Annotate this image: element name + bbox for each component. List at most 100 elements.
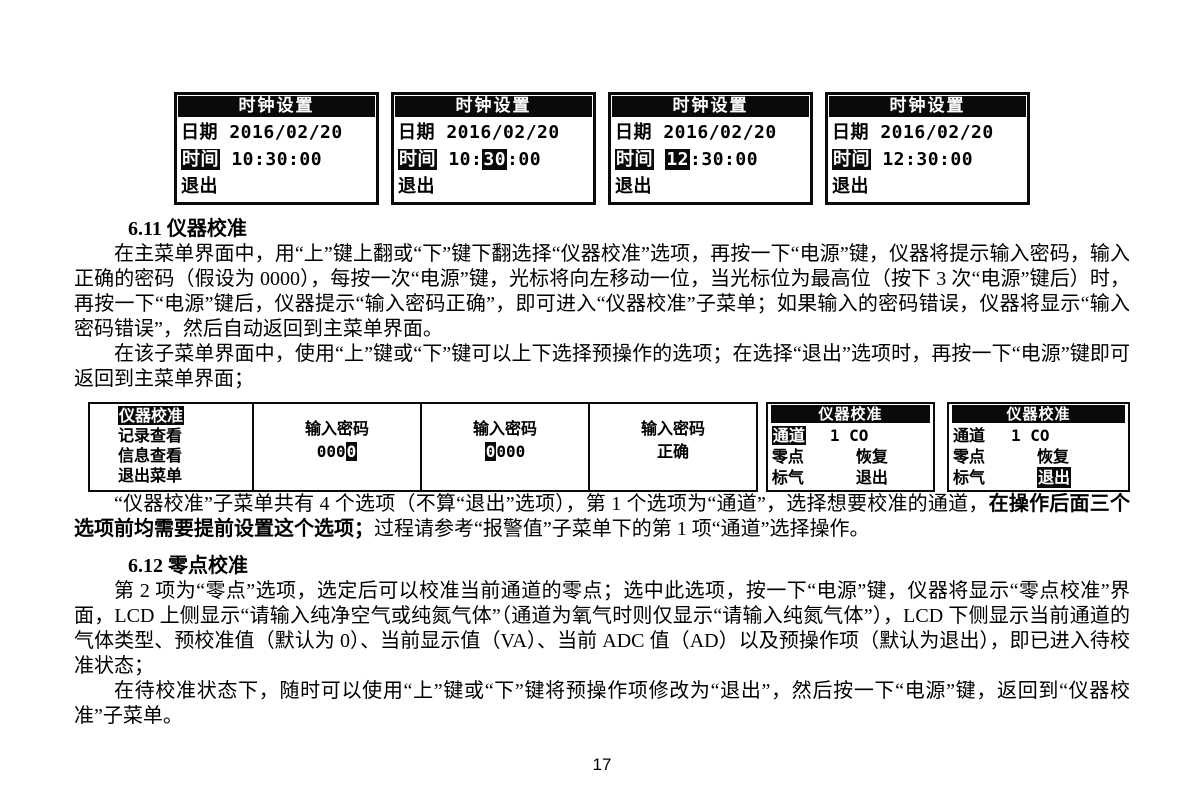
lcd-title: 时钟设置 <box>178 96 375 117</box>
menu-item-selected: 仪器校准 <box>118 406 185 425</box>
time-label-highlight: 时间 <box>832 149 871 170</box>
exit-label: 退出 <box>181 176 218 197</box>
zero-row: 零点 恢复 <box>768 446 933 467</box>
exit-label: 退出 <box>855 468 888 487</box>
time-seg-highlight: 30 <box>482 149 508 170</box>
channel-row: 通道 1 CO <box>949 425 1128 446</box>
password-prompt: 输入密码 <box>304 419 369 438</box>
restore-label: 恢复 <box>1036 447 1069 466</box>
exit-line: 退出 <box>394 173 593 200</box>
pwd-cursor-highlight: 0 <box>345 442 358 461</box>
date-value: 2016/02/20 <box>663 122 777 143</box>
section-heading-6-11: 6.11 仪器校准 <box>128 218 247 240</box>
time-seg: 10: <box>448 149 483 170</box>
paragraph-6-12-1: 第 2 项为“零点”选项，选定后可以校准当前通道的零点；选中此选项，按一下“电源… <box>74 580 1130 677</box>
date-label: 日期 <box>615 122 652 143</box>
time-label-highlight: 时间 <box>615 149 654 170</box>
channel-label: 通道 <box>952 426 985 445</box>
date-line: 日期 2016/02/20 <box>611 119 810 146</box>
time-label-highlight: 时间 <box>181 149 220 170</box>
lcd-calibration-screen-2: 仪器校准 通道 1 CO 零点 恢复 标气 退出 <box>946 402 1131 492</box>
exit-label-highlight: 退出 <box>1036 467 1071 488</box>
time-value: 10:30:00 <box>231 149 323 170</box>
pwd-cursor-highlight: 0 <box>484 442 497 461</box>
password-prompt: 输入密码 <box>472 419 537 438</box>
date-value: 2016/02/20 <box>880 122 994 143</box>
lcd-title: 仪器校准 <box>951 405 1126 423</box>
date-line: 日期 2016/02/20 <box>177 119 376 146</box>
time-seg: :00 <box>507 149 542 170</box>
lcd-password-screen-2: 输入密码 0000 <box>420 404 588 490</box>
restore-label: 恢复 <box>855 447 888 466</box>
para3-pre: “仪器校准”子菜单共有 4 个选项（不算“退出”选项），第 1 个选项为“通道”… <box>114 493 989 515</box>
menu-item: 退出菜单 <box>118 466 183 485</box>
lcd-clock-screen-1: 时钟设置 日期 2016/02/20 时间 10:30:00 退出 <box>174 92 379 205</box>
zero-label: 零点 <box>771 447 804 466</box>
date-value: 2016/02/20 <box>229 122 343 143</box>
span-gas-row: 标气 退出 <box>949 467 1128 488</box>
menu-item: 仪器校准 <box>118 406 252 426</box>
para3-post: 过程请参考“报警值”子菜单下的第 1 项“通道”选择操作。 <box>374 518 870 540</box>
pwd-seg: 000 <box>496 442 526 461</box>
clock-screens-row: 时钟设置 日期 2016/02/20 时间 10:30:00 退出 时钟设置 日… <box>174 92 1030 205</box>
zero-label: 零点 <box>952 447 985 466</box>
time-line: 时间 10:30:00 <box>394 146 593 173</box>
spacer <box>935 402 947 492</box>
date-line: 日期 2016/02/20 <box>394 119 593 146</box>
password-value: 0000 <box>254 440 420 463</box>
paragraph-6-11-2: 在该子菜单界面中，使用“上”键或“下”键可以上下选择预操作的选项；在选择“退出”… <box>74 343 1130 390</box>
time-seg: :30:00 <box>690 149 759 170</box>
time-line: 时间 12:30:00 <box>611 146 810 173</box>
lcd-password-screen-1: 输入密码 0000 <box>252 404 420 490</box>
time-value: 12:30:00 <box>882 149 974 170</box>
lcd-clock-screen-4: 时钟设置 日期 2016/02/20 时间 12:30:00 退出 <box>825 92 1030 205</box>
paragraph-submenu-options: “仪器校准”子菜单共有 4 个选项（不算“退出”选项），第 1 个选项为“通道”… <box>74 492 1130 542</box>
exit-line: 退出 <box>828 173 1027 200</box>
pwd-seg: 000 <box>316 442 346 461</box>
spacer <box>758 402 766 492</box>
password-value: 0000 <box>422 440 588 463</box>
calibration-screens-row: 仪器校准 记录查看 信息查看 退出菜单 输入密码 0000 输入密码 0000 … <box>88 402 1131 492</box>
lcd-password-screen-3: 输入密码 正确 <box>588 404 756 490</box>
lcd-calibration-screen-1: 仪器校准 通道 1 CO 零点 恢复 标气 退出 <box>765 402 936 492</box>
lcd-title: 仪器校准 <box>770 405 931 423</box>
password-prompt: 输入密码 <box>640 419 705 438</box>
paragraph-6-12-2: 在待校准状态下，随时可以使用“上”键或“下”键将预操作项修改为“退出”，然后按一… <box>74 680 1130 727</box>
date-label: 日期 <box>181 122 218 143</box>
span-gas-label: 标气 <box>952 468 985 487</box>
time-line: 时间 12:30:00 <box>828 146 1027 173</box>
lcd-clock-screen-2: 时钟设置 日期 2016/02/20 时间 10:30:00 退出 <box>391 92 596 205</box>
time-seg-highlight: 12 <box>665 149 691 170</box>
exit-label: 退出 <box>615 176 652 197</box>
exit-line: 退出 <box>611 173 810 200</box>
lcd-title: 时钟设置 <box>395 96 592 117</box>
lcd-title: 时钟设置 <box>829 96 1026 117</box>
channel-label-highlight: 通道 <box>771 426 806 445</box>
channel-value: 1 CO <box>1010 426 1050 445</box>
date-label: 日期 <box>398 122 435 143</box>
paragraph-6-11-1: 在主菜单界面中，用“上”键上翻或“下”键下翻选择“仪器校准”选项，再按一下“电源… <box>74 243 1130 340</box>
time-label-highlight: 时间 <box>398 149 437 170</box>
menu-item: 信息查看 <box>118 446 183 465</box>
exit-label: 退出 <box>832 176 869 197</box>
lcd-clock-screen-3: 时钟设置 日期 2016/02/20 时间 12:30:00 退出 <box>608 92 813 205</box>
page-number: 17 <box>592 755 612 774</box>
lcd-main-menu-screen: 仪器校准 记录查看 信息查看 退出菜单 <box>90 404 252 490</box>
date-line: 日期 2016/02/20 <box>828 119 1027 146</box>
section-heading-6-12: 6.12 零点校准 <box>128 555 248 577</box>
para3-bold: 在操作后面三个选项前均需要提前设置这个选项； <box>74 493 1130 540</box>
span-gas-label: 标气 <box>771 468 804 487</box>
zero-row: 零点 恢复 <box>949 446 1128 467</box>
channel-row: 通道 1 CO <box>768 425 933 446</box>
time-line: 时间 10:30:00 <box>177 146 376 173</box>
calibration-screens-table: 仪器校准 记录查看 信息查看 退出菜单 输入密码 0000 输入密码 0000 … <box>88 402 758 492</box>
exit-label: 退出 <box>398 176 435 197</box>
exit-line: 退出 <box>177 173 376 200</box>
channel-label: 通道 <box>771 425 830 446</box>
span-gas-row: 标气 退出 <box>768 467 933 488</box>
date-label: 日期 <box>832 122 869 143</box>
channel-value: 1 CO <box>829 426 869 445</box>
menu-item: 记录查看 <box>118 426 183 445</box>
password-result: 正确 <box>656 442 689 461</box>
